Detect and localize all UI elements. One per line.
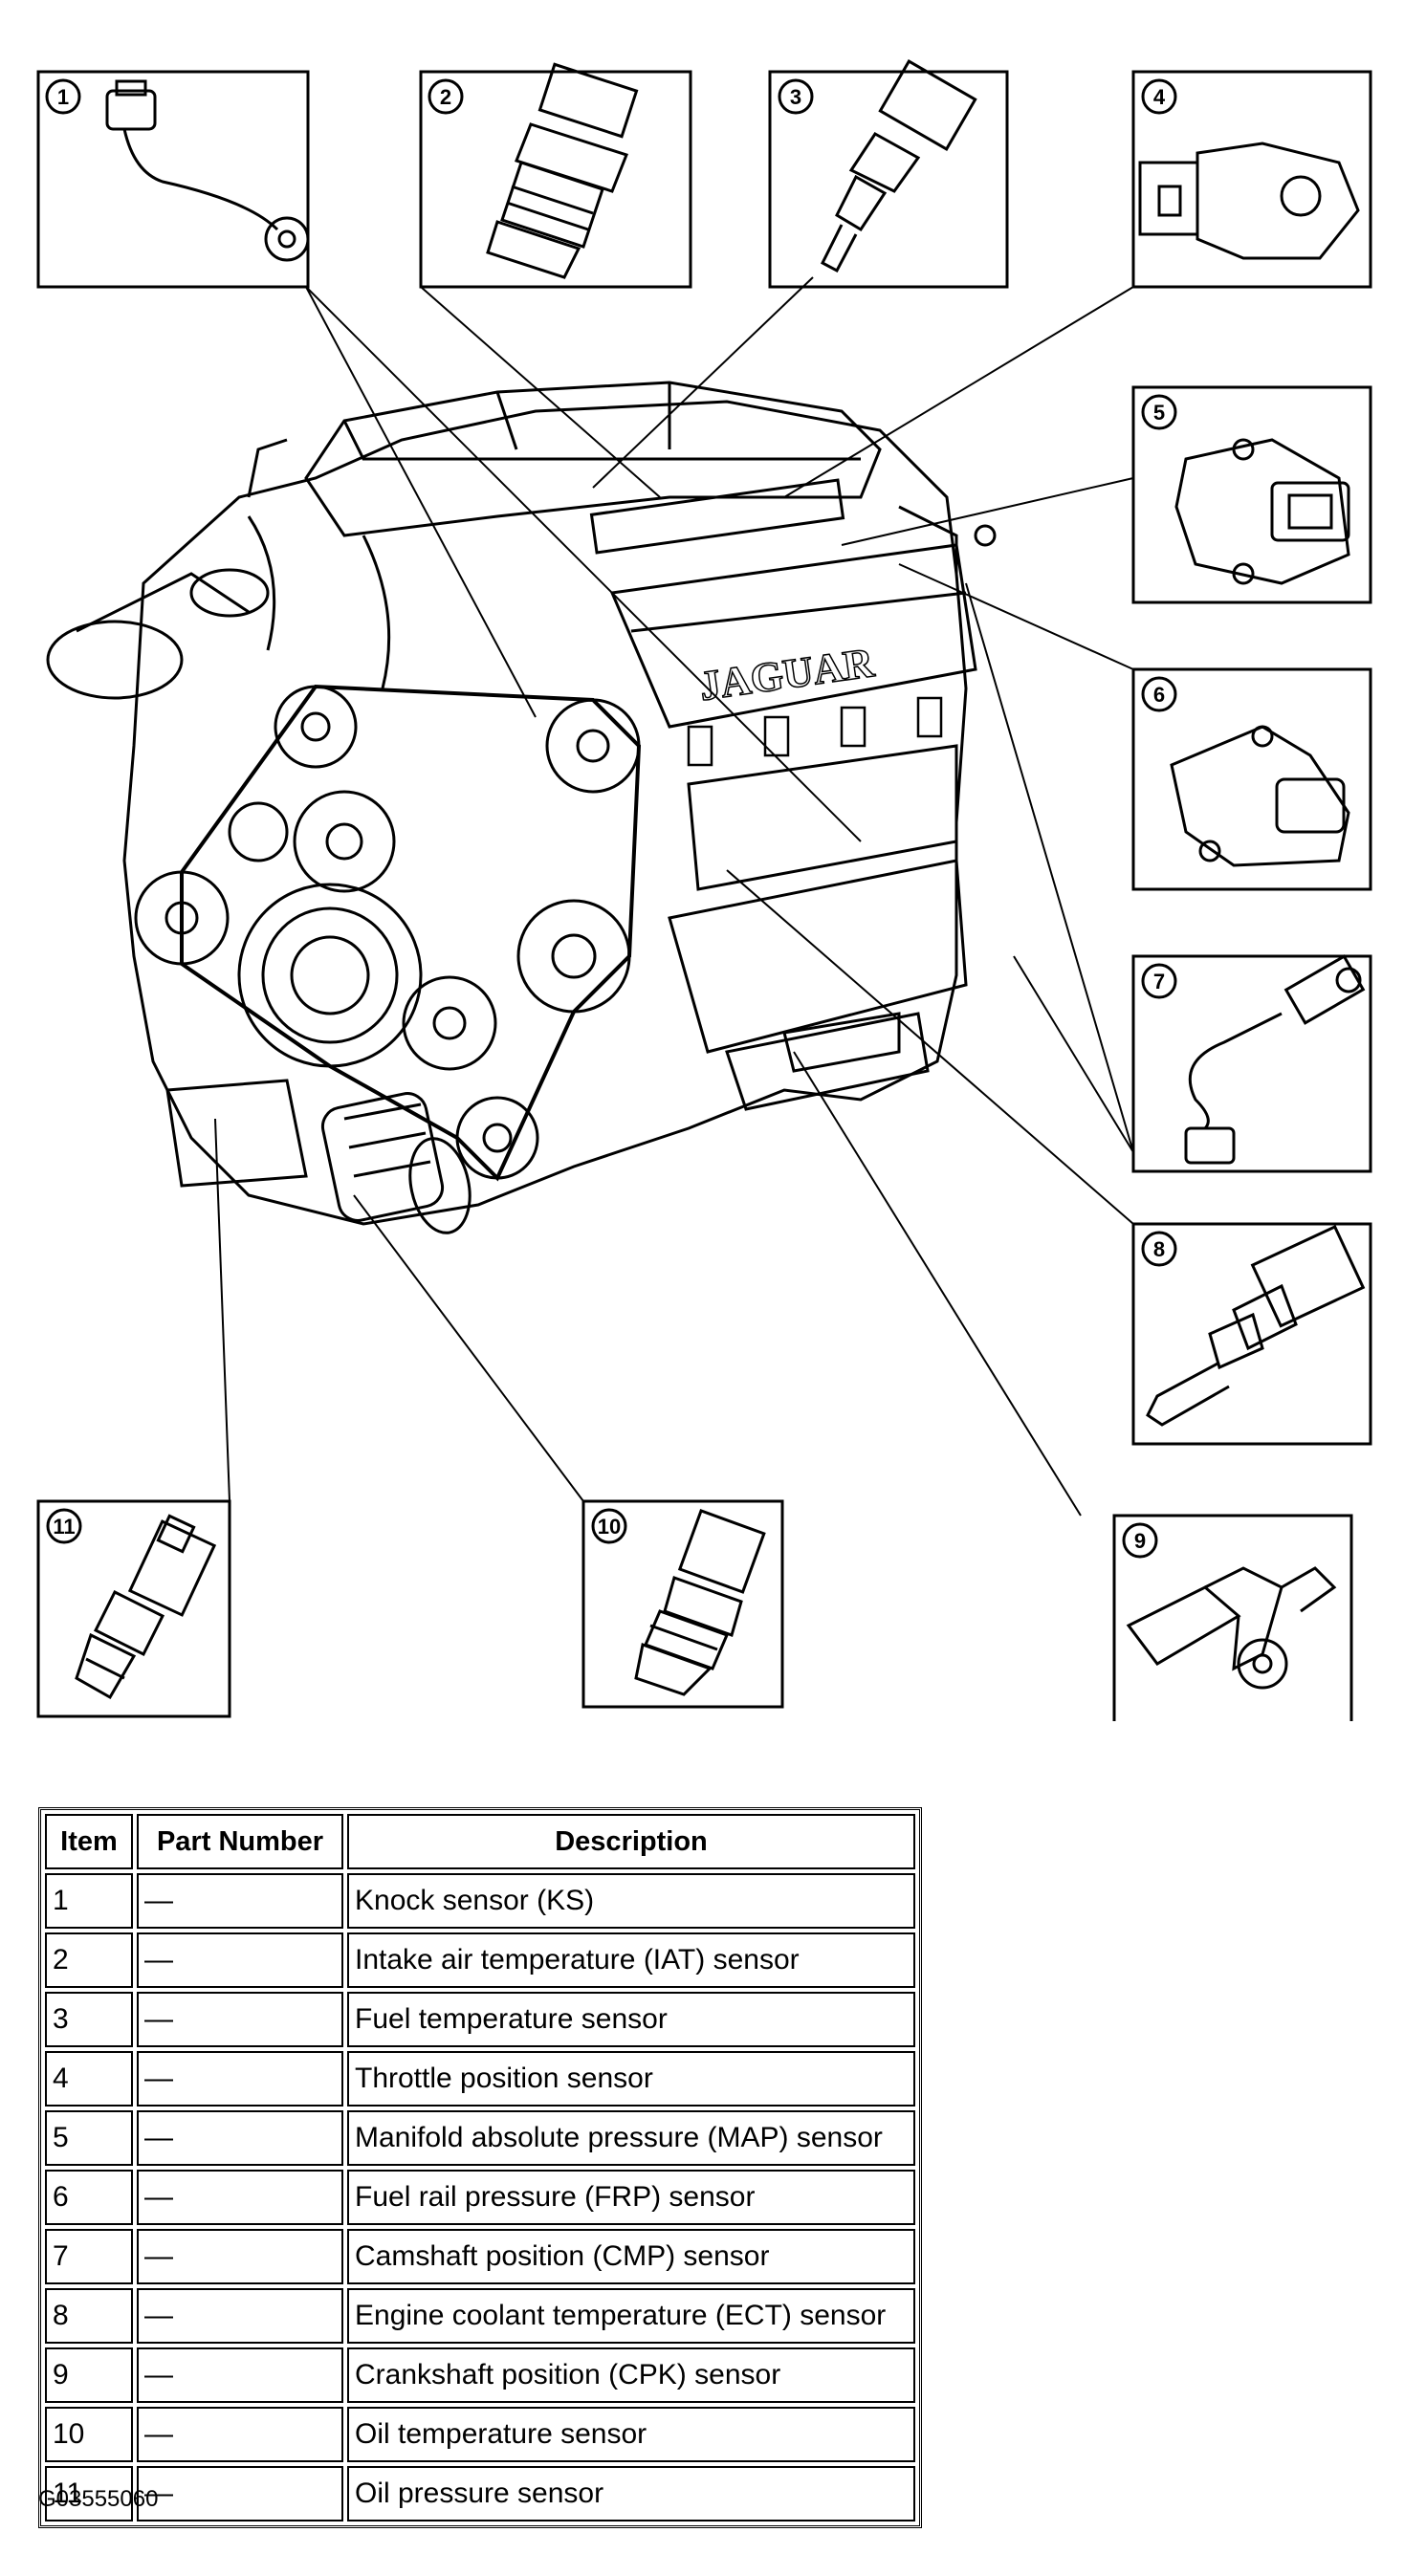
callout-7: [1131, 954, 1372, 1173]
cell-part-number: —: [137, 1992, 343, 2047]
callout-number: 2: [440, 85, 451, 109]
table-row: 3 — Fuel temperature sensor: [45, 1992, 915, 2047]
callout-11: [36, 1499, 231, 1718]
throttle-position-sensor-icon: [1138, 142, 1360, 260]
callout-number: 8: [1153, 1237, 1165, 1261]
cell-part-number: —: [137, 1932, 343, 1988]
oil-pressure-sensor-icon: [75, 1514, 217, 1700]
table-row: 9 — Crankshaft position (CPK) sensor: [45, 2347, 915, 2403]
table-row: 7 — Camshaft position (CMP) sensor: [45, 2229, 915, 2284]
callout-number: 4: [1153, 85, 1166, 109]
callout-number: 5: [1153, 401, 1165, 425]
map-sensor-icon: [1174, 438, 1350, 585]
fuel-temp-sensor-icon: [821, 58, 977, 273]
figure-code: G03555060: [38, 2486, 159, 2512]
callout-8: [1131, 1222, 1372, 1446]
engine-sensor-diagram: JAGUAR: [36, 58, 1372, 1721]
callout-2: [419, 62, 692, 289]
cell-item: 3: [45, 1992, 133, 2047]
table-row: 2 — Intake air temperature (IAT) sensor: [45, 1932, 915, 1988]
table-row: 11 — Oil pressure sensor: [45, 2466, 915, 2521]
cell-item: 5: [45, 2110, 133, 2166]
table-row: 4 — Throttle position sensor: [45, 2051, 915, 2107]
callout-10: [581, 1499, 784, 1709]
cell-part-number: —: [137, 2288, 343, 2344]
callout-3: [768, 58, 1009, 289]
cell-description: Engine coolant temperature (ECT) sensor: [347, 2288, 915, 2344]
cell-item: 1: [45, 1873, 133, 1929]
oil-temp-sensor-icon: [634, 1509, 766, 1696]
cell-item: 6: [45, 2170, 133, 2225]
cell-description: Intake air temperature (IAT) sensor: [347, 1932, 915, 1988]
cell-item: 7: [45, 2229, 133, 2284]
cell-part-number: —: [137, 2229, 343, 2284]
callout-number: 9: [1134, 1529, 1146, 1553]
knock-sensor-icon: [105, 79, 310, 262]
cell-part-number: —: [137, 2051, 343, 2107]
engine-illustration: JAGUAR: [46, 381, 997, 1234]
callout-9: [1112, 1514, 1353, 1721]
iat-sensor-icon: [486, 62, 639, 279]
callout-number: 7: [1153, 970, 1165, 993]
cell-item: 4: [45, 2051, 133, 2107]
cell-part-number: —: [137, 2170, 343, 2225]
callout-number: 3: [790, 85, 801, 109]
cell-part-number: —: [137, 2466, 343, 2521]
cell-item: 9: [45, 2347, 133, 2403]
frp-sensor-icon: [1170, 725, 1350, 867]
header-description: Description: [347, 1814, 915, 1869]
cell-description: Camshaft position (CMP) sensor: [347, 2229, 915, 2284]
cell-part-number: —: [137, 2407, 343, 2462]
ect-sensor-icon: [1146, 1225, 1366, 1427]
cell-part-number: —: [137, 2110, 343, 2166]
leader-lines: [214, 276, 1134, 1517]
cell-item: 2: [45, 1932, 133, 1988]
cell-item: 11: [45, 2466, 133, 2521]
cell-item: 8: [45, 2288, 133, 2344]
table-header-row: Item Part Number Description: [45, 1814, 915, 1869]
header-part-number: Part Number: [137, 1814, 343, 1869]
cell-description: Throttle position sensor: [347, 2051, 915, 2107]
callout-5: [1131, 385, 1372, 604]
callout-1: [36, 70, 310, 289]
parts-table: Item Part Number Description 1 — Knock s…: [38, 1807, 922, 2528]
cell-description: Oil pressure sensor: [347, 2466, 915, 2521]
callout-6: [1131, 667, 1372, 891]
table-row: 6 — Fuel rail pressure (FRP) sensor: [45, 2170, 915, 2225]
cell-description: Oil temperature sensor: [347, 2407, 915, 2462]
cell-description: Crankshaft position (CPK) sensor: [347, 2347, 915, 2403]
cell-description: Fuel temperature sensor: [347, 1992, 915, 2047]
cell-description: Fuel rail pressure (FRP) sensor: [347, 2170, 915, 2225]
cmp-sensor-icon: [1184, 954, 1366, 1165]
callout-number: 6: [1153, 683, 1165, 707]
callout-number: 10: [598, 1515, 621, 1539]
cell-part-number: —: [137, 1873, 343, 1929]
crankshaft-sensor-icon: [1126, 1566, 1337, 1690]
header-item: Item: [45, 1814, 133, 1869]
callout-number: 11: [53, 1515, 75, 1539]
callout-number: 1: [57, 85, 69, 109]
cell-part-number: —: [137, 2347, 343, 2403]
table-row: 5 — Manifold absolute pressure (MAP) sen…: [45, 2110, 915, 2166]
table-row: 1 — Knock sensor (KS): [45, 1873, 915, 1929]
table-row: 8 — Engine coolant temperature (ECT) sen…: [45, 2288, 915, 2344]
engine-brand-text: JAGUAR: [696, 639, 878, 709]
cell-description: Knock sensor (KS): [347, 1873, 915, 1929]
cell-description: Manifold absolute pressure (MAP) sensor: [347, 2110, 915, 2166]
cell-item: 10: [45, 2407, 133, 2462]
table-row: 10 — Oil temperature sensor: [45, 2407, 915, 2462]
callout-4: [1131, 70, 1372, 289]
